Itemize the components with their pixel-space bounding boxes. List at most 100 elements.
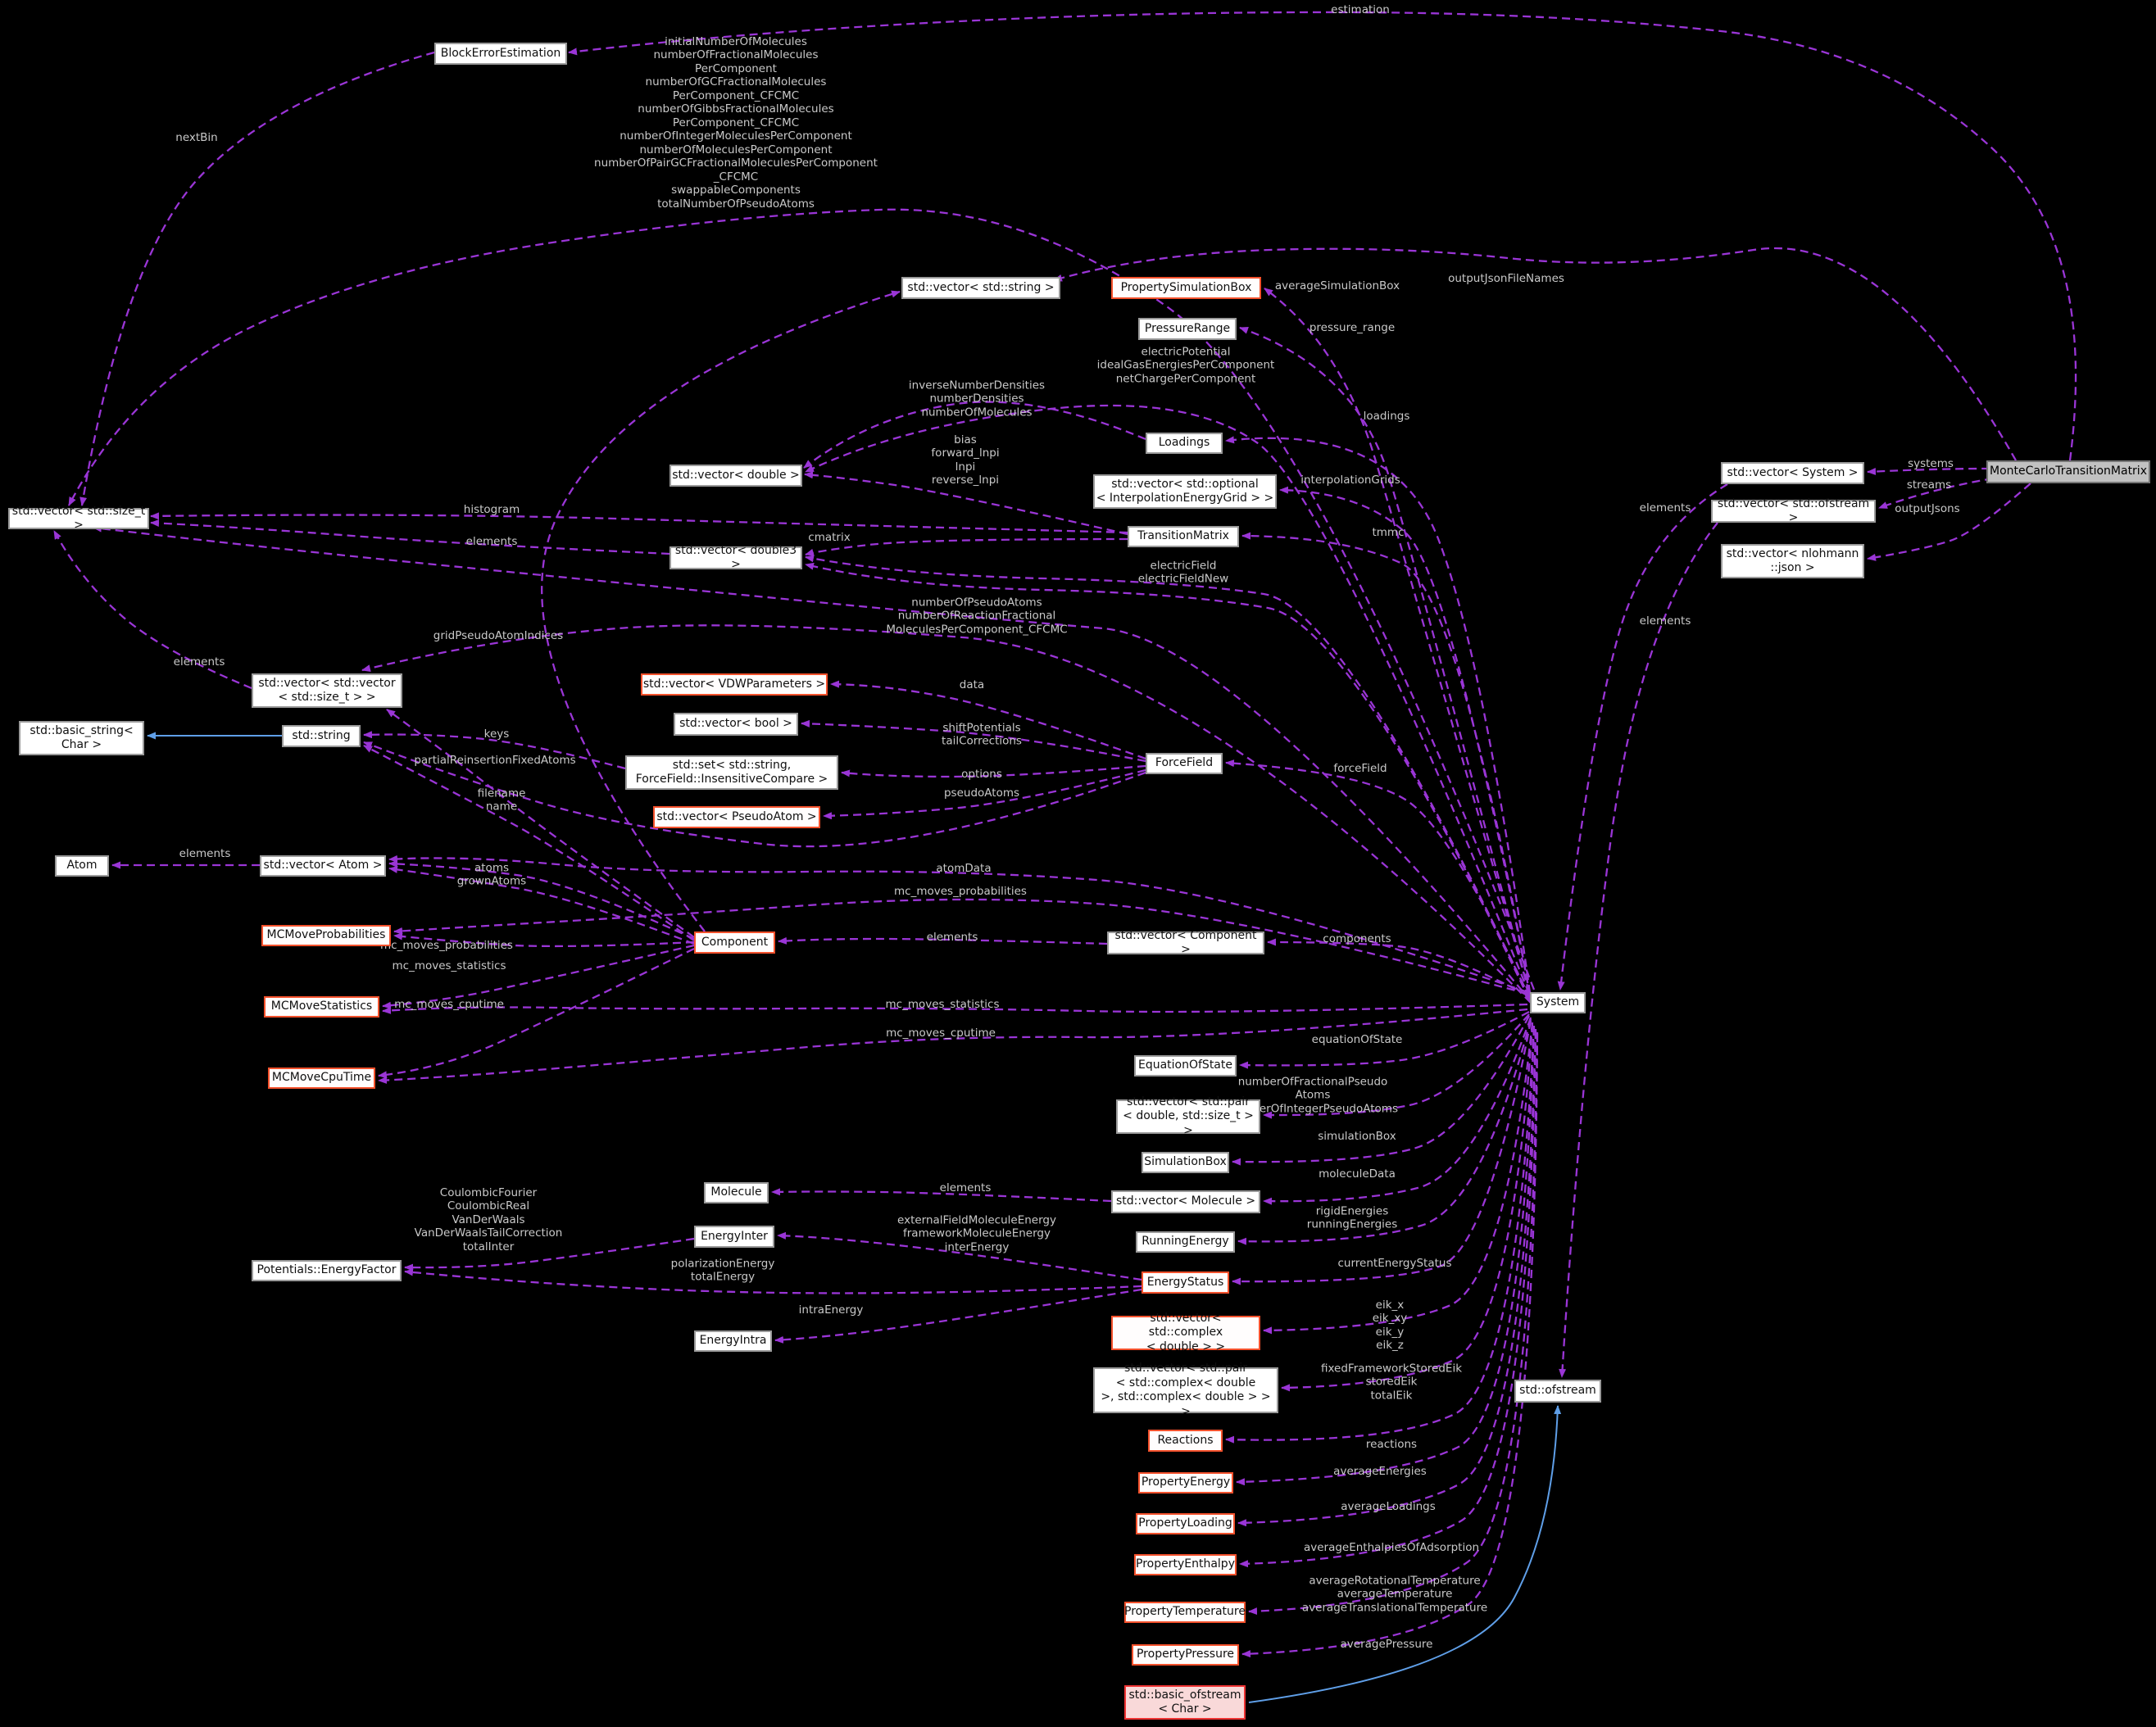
- member-edge-62: [1241, 1033, 1539, 1658]
- node-vector-double3[interactable]: std::vector< double3 >: [669, 544, 802, 571]
- node-set-insensitive-compare[interactable]: std::set< std::string, ForceField::Insen…: [625, 755, 838, 790]
- node-reactions[interactable]: Reactions: [1148, 1430, 1223, 1452]
- member-edge-4: [1867, 483, 2031, 561]
- node-vector-optional-grid[interactable]: std::vector< std::optional < Interpolati…: [1093, 474, 1277, 509]
- member-edge-37: [378, 947, 695, 1079]
- node-vector-molecule[interactable]: std::vector< Molecule >: [1111, 1190, 1260, 1213]
- node-vector-vector-size-t[interactable]: std::vector< std::vector < std::size_t >…: [252, 673, 402, 708]
- member-edge-65: [541, 290, 901, 932]
- member-edge-40: [778, 936, 1108, 945]
- member-edge-58: [1236, 1027, 1536, 1486]
- node-std-string[interactable]: std::string: [282, 725, 361, 747]
- member-edge-50: [777, 1231, 1142, 1281]
- member-edge-59: [1237, 1028, 1537, 1527]
- node-vector-json[interactable]: std::vector< nlohmann ::json >: [1721, 544, 1864, 578]
- member-edge-51: [1232, 1020, 1532, 1285]
- node-property-simulation-box[interactable]: PropertySimulationBox: [1111, 277, 1261, 299]
- inheritance-edge-67: [1248, 1405, 1562, 1703]
- member-edge-24: [801, 719, 1146, 763]
- member-edge-9: [150, 512, 1128, 534]
- node-energy-inter[interactable]: EnergyInter: [694, 1226, 774, 1248]
- member-edge-25: [841, 764, 1146, 778]
- member-edge-27: [1225, 759, 1532, 999]
- member-edge-53: [404, 1237, 695, 1271]
- node-running-energy[interactable]: RunningEnergy: [1136, 1231, 1235, 1253]
- node-mc-move-cpu-time[interactable]: MCMoveCpuTime: [268, 1067, 375, 1089]
- member-edge-43: [378, 1008, 1528, 1084]
- member-edge-17: [805, 537, 1128, 556]
- node-vector-size-t[interactable]: std::vector< std::size_t >: [8, 505, 149, 532]
- member-edge-22: [52, 530, 252, 690]
- member-edge-36: [382, 944, 695, 1009]
- node-system[interactable]: System: [1530, 992, 1586, 1013]
- member-edge-60: [1239, 1030, 1537, 1568]
- node-basic-ofstream[interactable]: std::basic_ofstream < Char >: [1124, 1685, 1246, 1720]
- member-edge-31: [363, 744, 695, 941]
- node-basic-string[interactable]: std::basic_string< Char >: [19, 721, 144, 755]
- node-vector-pseudo-atom[interactable]: std::vector< PseudoAtom >: [653, 806, 820, 828]
- node-molecule[interactable]: Molecule: [704, 1182, 769, 1203]
- member-edge-2: [1867, 467, 1990, 476]
- member-edge-33: [388, 859, 695, 941]
- member-edge-39: [393, 898, 1528, 995]
- node-simulation-box[interactable]: SimulationBox: [1142, 1152, 1229, 1173]
- member-edge-11: [803, 401, 1146, 469]
- node-mc-move-probabilities[interactable]: MCMoveProbabilities: [261, 925, 391, 946]
- node-vector-complex-double[interactable]: std::vector< std::complex < double > >: [1111, 1312, 1260, 1353]
- member-edge-54: [774, 1288, 1142, 1344]
- member-edge-38: [388, 854, 1528, 994]
- node-vector-bool[interactable]: std::vector< bool >: [674, 713, 798, 736]
- node-vector-system[interactable]: std::vector< System >: [1721, 462, 1864, 484]
- node-monte-carlo-transition-matrix[interactable]: MonteCarloTransitionMatrix: [1986, 460, 2150, 483]
- member-edge-29: [386, 709, 695, 938]
- node-vector-ofstream[interactable]: std::vector< std::ofstream >: [1711, 497, 1876, 524]
- member-edge-56: [1281, 1023, 1534, 1392]
- member-edge-48: [771, 1188, 1112, 1203]
- node-std-ofstream[interactable]: std::ofstream: [1514, 1380, 1601, 1403]
- node-property-temperature[interactable]: PropertyTemperature: [1124, 1602, 1246, 1623]
- node-property-enthalpy[interactable]: PropertyEnthalpy: [1134, 1554, 1237, 1575]
- member-edge-63: [1264, 288, 1531, 993]
- node-potentials-energy-factor[interactable]: Potentials::EnergyFactor: [252, 1260, 402, 1281]
- member-edge-52: [404, 1268, 1142, 1294]
- member-edge-5: [1557, 483, 1728, 990]
- member-edge-13: [804, 471, 1128, 536]
- member-edge-44: [1239, 1010, 1530, 1069]
- member-edge-1: [1053, 247, 2018, 461]
- node-vector-atom[interactable]: std::vector< Atom >: [260, 855, 386, 877]
- node-mc-move-statistics[interactable]: MCMoveStatistics: [264, 996, 379, 1018]
- member-edge-26: [823, 768, 1146, 820]
- member-edge-16: [1241, 532, 1532, 997]
- member-edge-45: [1263, 1013, 1530, 1119]
- member-edge-49: [1237, 1018, 1532, 1245]
- node-vector-pair-complex[interactable]: std::vector< std::pair < std::complex< d…: [1093, 1362, 1278, 1418]
- node-pressure-range[interactable]: PressureRange: [1138, 318, 1237, 340]
- node-vector-string[interactable]: std::vector< std::string >: [901, 277, 1060, 299]
- node-vector-pair-double-size-t[interactable]: std::vector< std::pair < double, std::si…: [1116, 1095, 1260, 1137]
- node-vector-double[interactable]: std::vector< double >: [669, 465, 802, 487]
- node-block-error-estimation[interactable]: BlockErrorEstimation: [434, 43, 567, 65]
- member-edge-30: [363, 741, 1146, 848]
- node-energy-status[interactable]: EnergyStatus: [1142, 1271, 1229, 1294]
- node-component[interactable]: Component: [694, 931, 775, 954]
- node-energy-intra[interactable]: EnergyIntra: [694, 1330, 772, 1352]
- member-edge-7: [79, 51, 435, 506]
- member-edge-57: [1225, 1025, 1536, 1444]
- node-property-energy[interactable]: PropertyEnergy: [1138, 1472, 1233, 1494]
- node-property-loading[interactable]: PropertyLoading: [1136, 1513, 1235, 1534]
- member-edge-21: [361, 624, 1532, 1004]
- node-equation-of-state[interactable]: EquationOfState: [1134, 1055, 1237, 1077]
- node-transition-matrix[interactable]: TransitionMatrix: [1128, 526, 1239, 547]
- member-edge-55: [1263, 1022, 1534, 1335]
- node-atom[interactable]: Atom: [55, 855, 109, 877]
- node-loadings[interactable]: Loadings: [1146, 433, 1223, 454]
- member-edge-10: [150, 519, 670, 555]
- node-vector-vdw-parameters[interactable]: std::vector< VDWParameters >: [641, 673, 828, 696]
- node-property-pressure[interactable]: PropertyPressure: [1132, 1644, 1239, 1666]
- node-vector-component[interactable]: std::vector< Component >: [1107, 929, 1264, 956]
- member-edge-42: [382, 1003, 1528, 1014]
- node-force-field[interactable]: ForceField: [1146, 753, 1223, 774]
- member-edge-61: [1248, 1031, 1539, 1616]
